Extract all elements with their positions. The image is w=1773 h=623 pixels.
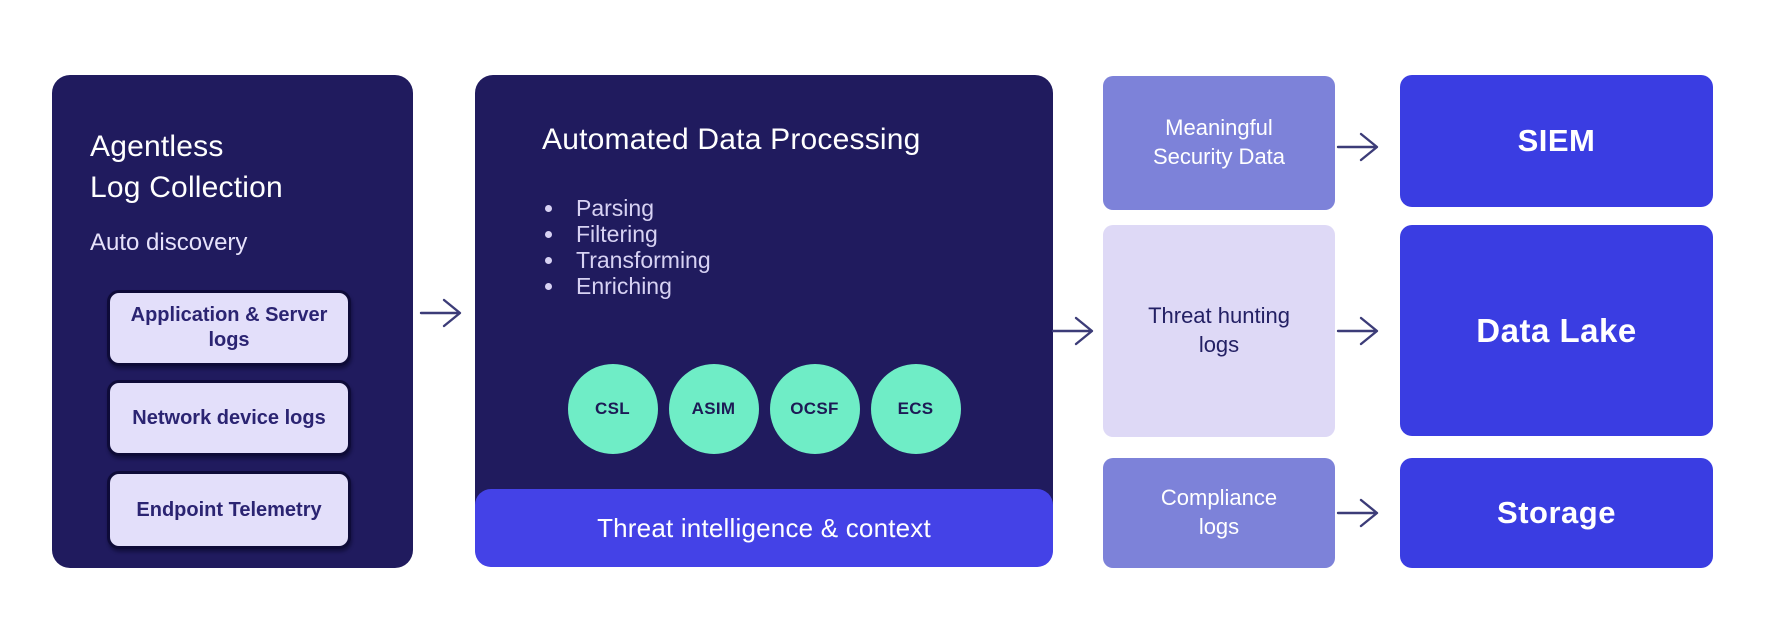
output-label: Compliance logs — [1160, 485, 1278, 539]
schema-label: ASIM — [691, 399, 736, 418]
list-item: Transforming — [542, 246, 1053, 273]
bullet-icon — [545, 230, 552, 238]
log-source-endpoint-telemetry: Endpoint Telemetry — [107, 471, 351, 549]
processing-card-title: Automated Data Processing — [542, 123, 921, 156]
arrow-right-icon — [1336, 313, 1380, 349]
bullet-icon — [545, 204, 552, 212]
log-source-application-server: Application & Server logs — [107, 290, 351, 366]
list-item: Enriching — [542, 272, 1053, 299]
processing-step-label: Enriching — [576, 272, 672, 299]
schema-label: ECS — [897, 399, 934, 418]
threat-intelligence-banner: Threat intelligence & context — [475, 489, 1053, 567]
left-card-title: Agentless Log Collection — [90, 127, 375, 208]
threat-intelligence-banner-label: Threat intelligence & context — [597, 512, 931, 543]
bullet-icon — [545, 256, 552, 264]
output-meaningful-security-data: Meaningful Security Data — [1103, 76, 1335, 210]
schema-label: CSL — [595, 399, 630, 418]
processing-step-label: Transforming — [576, 246, 711, 273]
output-label: Meaningful Security Data — [1152, 115, 1286, 169]
destination-label: Storage — [1497, 495, 1616, 530]
log-source-label: Network device logs — [132, 406, 326, 429]
left-card-title-line2: Log Collection — [90, 170, 283, 204]
automated-data-processing-card: Automated Data Processing Parsing Filter… — [475, 75, 1053, 567]
auto-discovery-label: Auto discovery — [90, 229, 248, 256]
log-source-network-device: Network device logs — [107, 380, 351, 456]
agentless-log-collection-card: Agentless Log Collection Auto discovery … — [52, 75, 413, 568]
schema-circle-ocsf: OCSF — [769, 364, 860, 454]
arrow-right-icon — [419, 295, 463, 331]
list-item: Filtering — [542, 220, 1053, 247]
schema-circle-csl: CSL — [567, 364, 658, 454]
destination-storage: Storage — [1400, 458, 1713, 568]
destination-label: SIEM — [1517, 123, 1596, 158]
left-card-title-line1: Agentless — [90, 130, 224, 163]
schema-circle-ecs: ECS — [870, 364, 961, 454]
log-source-label: Endpoint Telemetry — [136, 498, 322, 521]
list-item: Parsing — [542, 194, 1053, 221]
arrow-right-icon — [1051, 313, 1095, 349]
schema-circles-row: CSL ASIM OCSF ECS — [475, 364, 1053, 454]
processing-steps-list: Parsing Filtering Transforming Enriching — [542, 194, 1053, 299]
arrow-right-icon — [1336, 495, 1380, 531]
destination-data-lake: Data Lake — [1400, 225, 1713, 436]
output-label: Threat hunting logs — [1148, 303, 1290, 357]
schema-label: OCSF — [790, 399, 839, 418]
output-compliance-logs: Compliance logs — [1103, 458, 1335, 568]
output-threat-hunting-logs: Threat hunting logs — [1103, 225, 1335, 437]
processing-step-label: Parsing — [576, 194, 654, 221]
arrow-right-icon — [1336, 129, 1380, 165]
schema-circle-asim: ASIM — [668, 364, 759, 454]
processing-step-label: Filtering — [576, 220, 658, 247]
destination-label: Data Lake — [1476, 311, 1637, 349]
bullet-icon — [545, 282, 552, 290]
destination-siem: SIEM — [1400, 75, 1713, 207]
log-source-label: Application & Server logs — [130, 304, 328, 351]
